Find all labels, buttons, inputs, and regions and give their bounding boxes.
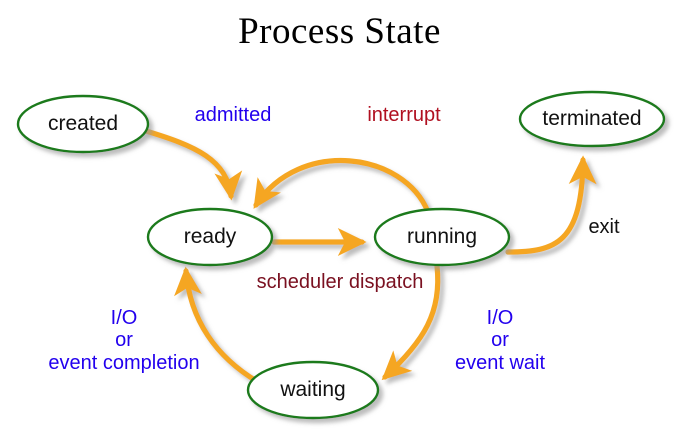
io-wait-line-3: event wait [454, 351, 546, 374]
node-waiting[interactable] [246, 360, 380, 420]
edge-exit [505, 155, 597, 255]
edges-layer [143, 128, 597, 385]
nodes-layer [16, 90, 666, 420]
node-created[interactable] [16, 94, 150, 154]
edge-label-interrupt: interrupt [367, 104, 441, 126]
edge-label-admitted: admitted [194, 104, 272, 126]
io-complete-line-3: event completion [48, 351, 200, 374]
io-complete-line-2: or [115, 329, 133, 352]
edge-interrupt [253, 158, 431, 215]
edge-label-exit: exit [588, 216, 620, 238]
edge-io-event-completion [174, 266, 261, 385]
io-wait-line-2: or [491, 329, 509, 352]
edge-label-io-event-wait: I/O or event wait [430, 307, 570, 374]
page-title: Process State [238, 11, 441, 52]
edge-io-event-wait [381, 263, 441, 381]
io-wait-line-1: I/O [486, 307, 514, 329]
edge-label-io-event-completion: I/O or event completion [18, 307, 230, 374]
edge-label-scheduler-dispatch: scheduler dispatch [256, 271, 424, 293]
edge-admitted [143, 128, 243, 201]
node-ready[interactable] [146, 207, 274, 267]
node-terminated[interactable] [518, 90, 666, 148]
node-running[interactable] [373, 207, 511, 267]
io-complete-line-1: I/O [110, 307, 138, 329]
